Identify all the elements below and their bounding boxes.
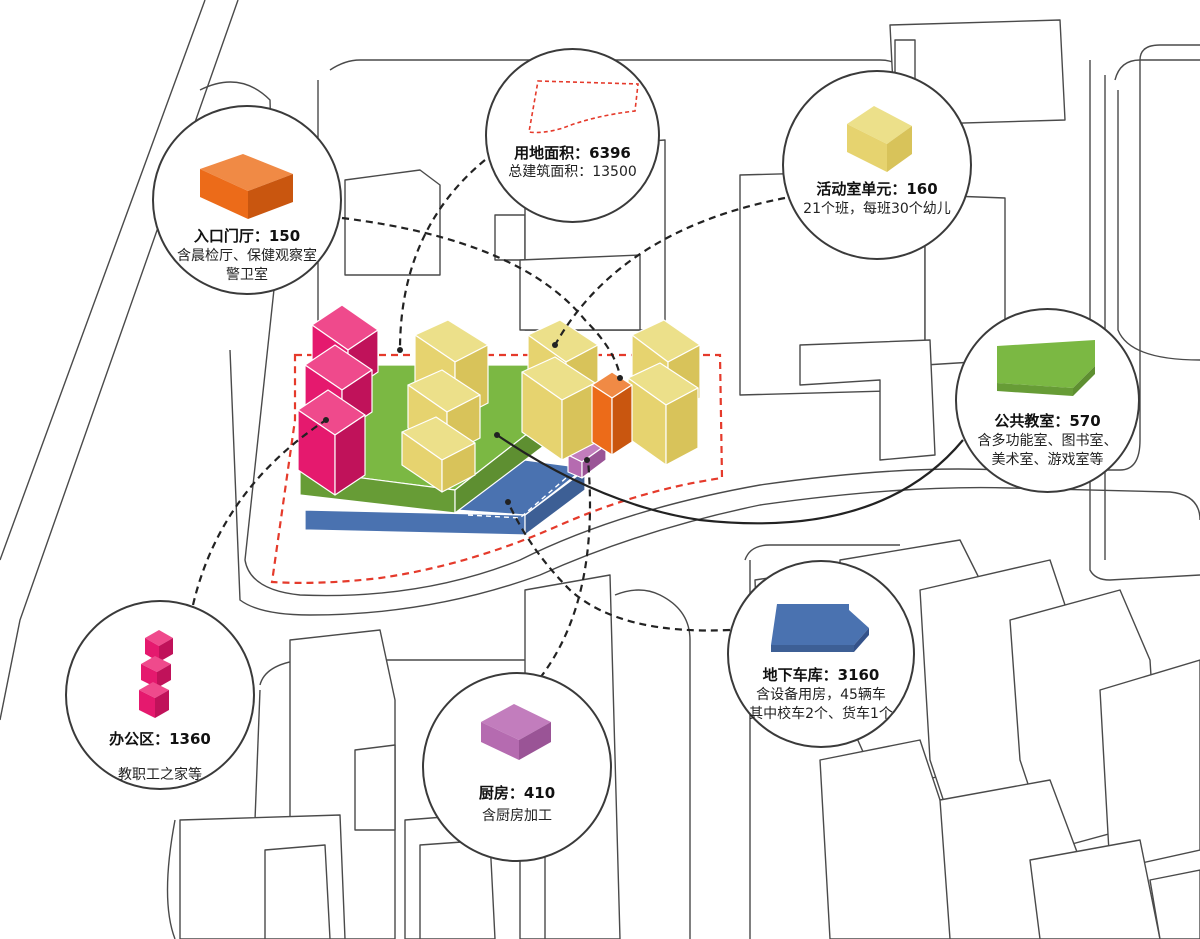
entrance-block <box>591 371 633 456</box>
leader-garage <box>507 501 731 632</box>
garage-desc-2: 其中校车2个、货车1个 <box>749 706 893 722</box>
site-boundary <box>270 353 724 584</box>
leader-lines <box>191 159 964 679</box>
office-desc: 教职工之家等 <box>118 767 202 783</box>
blue-slab-icon <box>771 604 869 652</box>
garage-title: 地下车库：3160 <box>762 666 880 684</box>
kitchen-desc: 含厨房加工 <box>482 808 552 824</box>
leader-activity <box>554 196 786 346</box>
kitchen-title: 厨房：410 <box>478 784 556 802</box>
activity-units <box>297 304 701 496</box>
office-bubble: 办公区：1360 教职工之家等 <box>65 600 255 790</box>
entrance-desc-1: 含晨检厅、保健观察室 <box>177 248 317 264</box>
office-title: 办公区：1360 <box>109 730 211 748</box>
public-desc-1: 含多功能室、图书室、 <box>977 433 1118 449</box>
garage-bubble: 地下车库：3160 含设备用房，45辆车 其中校车2个、货车1个 <box>727 560 915 748</box>
purple-box-icon <box>481 704 551 760</box>
leader-endpoints <box>323 342 623 505</box>
public-bubble: 公共教室：570 含多功能室、图书室、 美术室、游戏室等 <box>955 308 1140 493</box>
kitchen-bubble: 厨房：410 含厨房加工 <box>422 672 612 862</box>
entrance-title: 入口门厅：150 <box>193 227 301 245</box>
public-title: 公共教室：570 <box>994 412 1101 430</box>
site-area-desc: 总建筑面积：13500 <box>508 164 637 180</box>
activity-title: 活动室单元：160 <box>816 180 938 198</box>
entrance-bubble: 入口门厅：150 含晨检厅、保健观察室 警卫室 <box>152 105 342 295</box>
site-area-title: 用地面积：6396 <box>514 144 631 162</box>
site-area-bubble: 用地面积：6396 总建筑面积：13500 <box>485 48 660 223</box>
garage-dashed-edge <box>467 477 567 519</box>
garage-plinth-front <box>304 509 526 536</box>
activity-desc: 21个班，每班30个幼儿 <box>803 201 951 217</box>
leader-public <box>496 434 964 525</box>
public-desc-2: 美术室、游戏室等 <box>991 452 1104 468</box>
garage-desc-1: 含设备用房，45辆车 <box>756 687 886 703</box>
orange-box-icon <box>200 154 293 219</box>
office-block <box>297 304 379 496</box>
garage-plinth-side <box>524 469 586 536</box>
entrance-desc-2: 警卫室 <box>226 267 268 283</box>
red-dashed-outline-icon <box>528 80 639 134</box>
leader-entrance <box>341 216 622 377</box>
leader-site <box>398 159 486 351</box>
magenta-stack-icon <box>139 630 173 718</box>
leader-kitchen <box>539 459 592 679</box>
green-slab-icon <box>997 340 1095 396</box>
leader-office <box>191 419 327 606</box>
activity-bubble: 活动室单元：160 21个班，每班30个幼儿 <box>782 70 972 260</box>
yellow-box-icon <box>847 106 912 172</box>
